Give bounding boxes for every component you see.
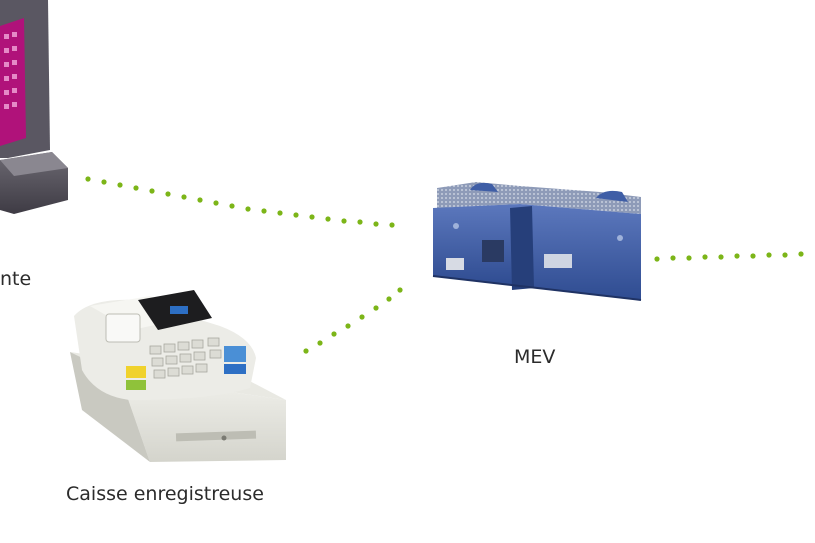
link-mev-to-right	[654, 251, 804, 262]
link-terminal-to-mev	[85, 176, 395, 228]
mev-device-icon	[432, 182, 642, 301]
cash-register-label: Caisse enregistreuse	[66, 483, 264, 505]
cash-register-icon	[70, 290, 286, 462]
link-register-to-mev	[303, 287, 403, 354]
terminal-label: nte	[0, 268, 32, 290]
pos-terminal-icon	[0, 0, 68, 214]
mev-label: MEV	[514, 346, 556, 368]
